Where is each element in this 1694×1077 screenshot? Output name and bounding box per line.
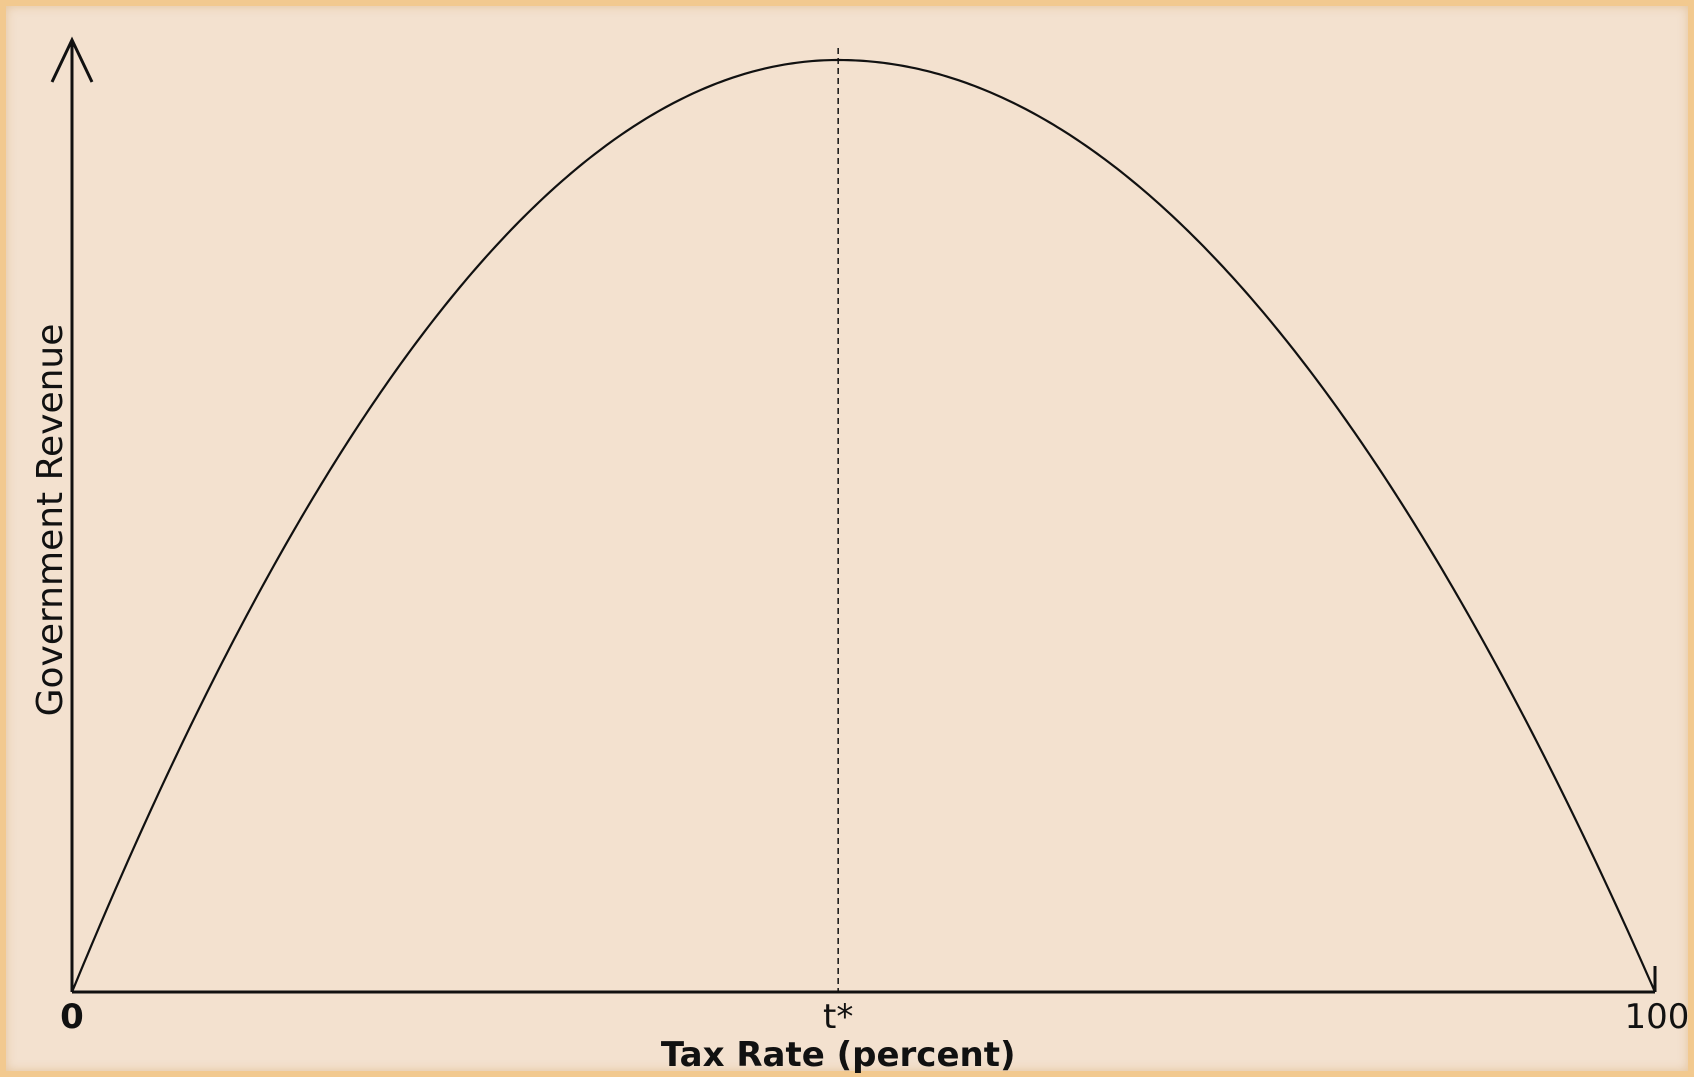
chart-marks [70, 48, 1657, 993]
x-tick-label: 100 [1625, 997, 1690, 1037]
x-tick-label: t* [823, 997, 853, 1037]
y-axis-arrow-icon [50, 36, 94, 83]
x-axis-label: Tax Rate (percent) [661, 1035, 1016, 1075]
axes [50, 36, 1657, 994]
x-tick-label: 0 [60, 997, 84, 1037]
laffer-curve-line [70, 58, 1657, 993]
y-axis-label: Government Revenue [30, 324, 71, 717]
chart-labels: Tax Rate (percent) Government Revenue 0 t… [30, 324, 1689, 1075]
